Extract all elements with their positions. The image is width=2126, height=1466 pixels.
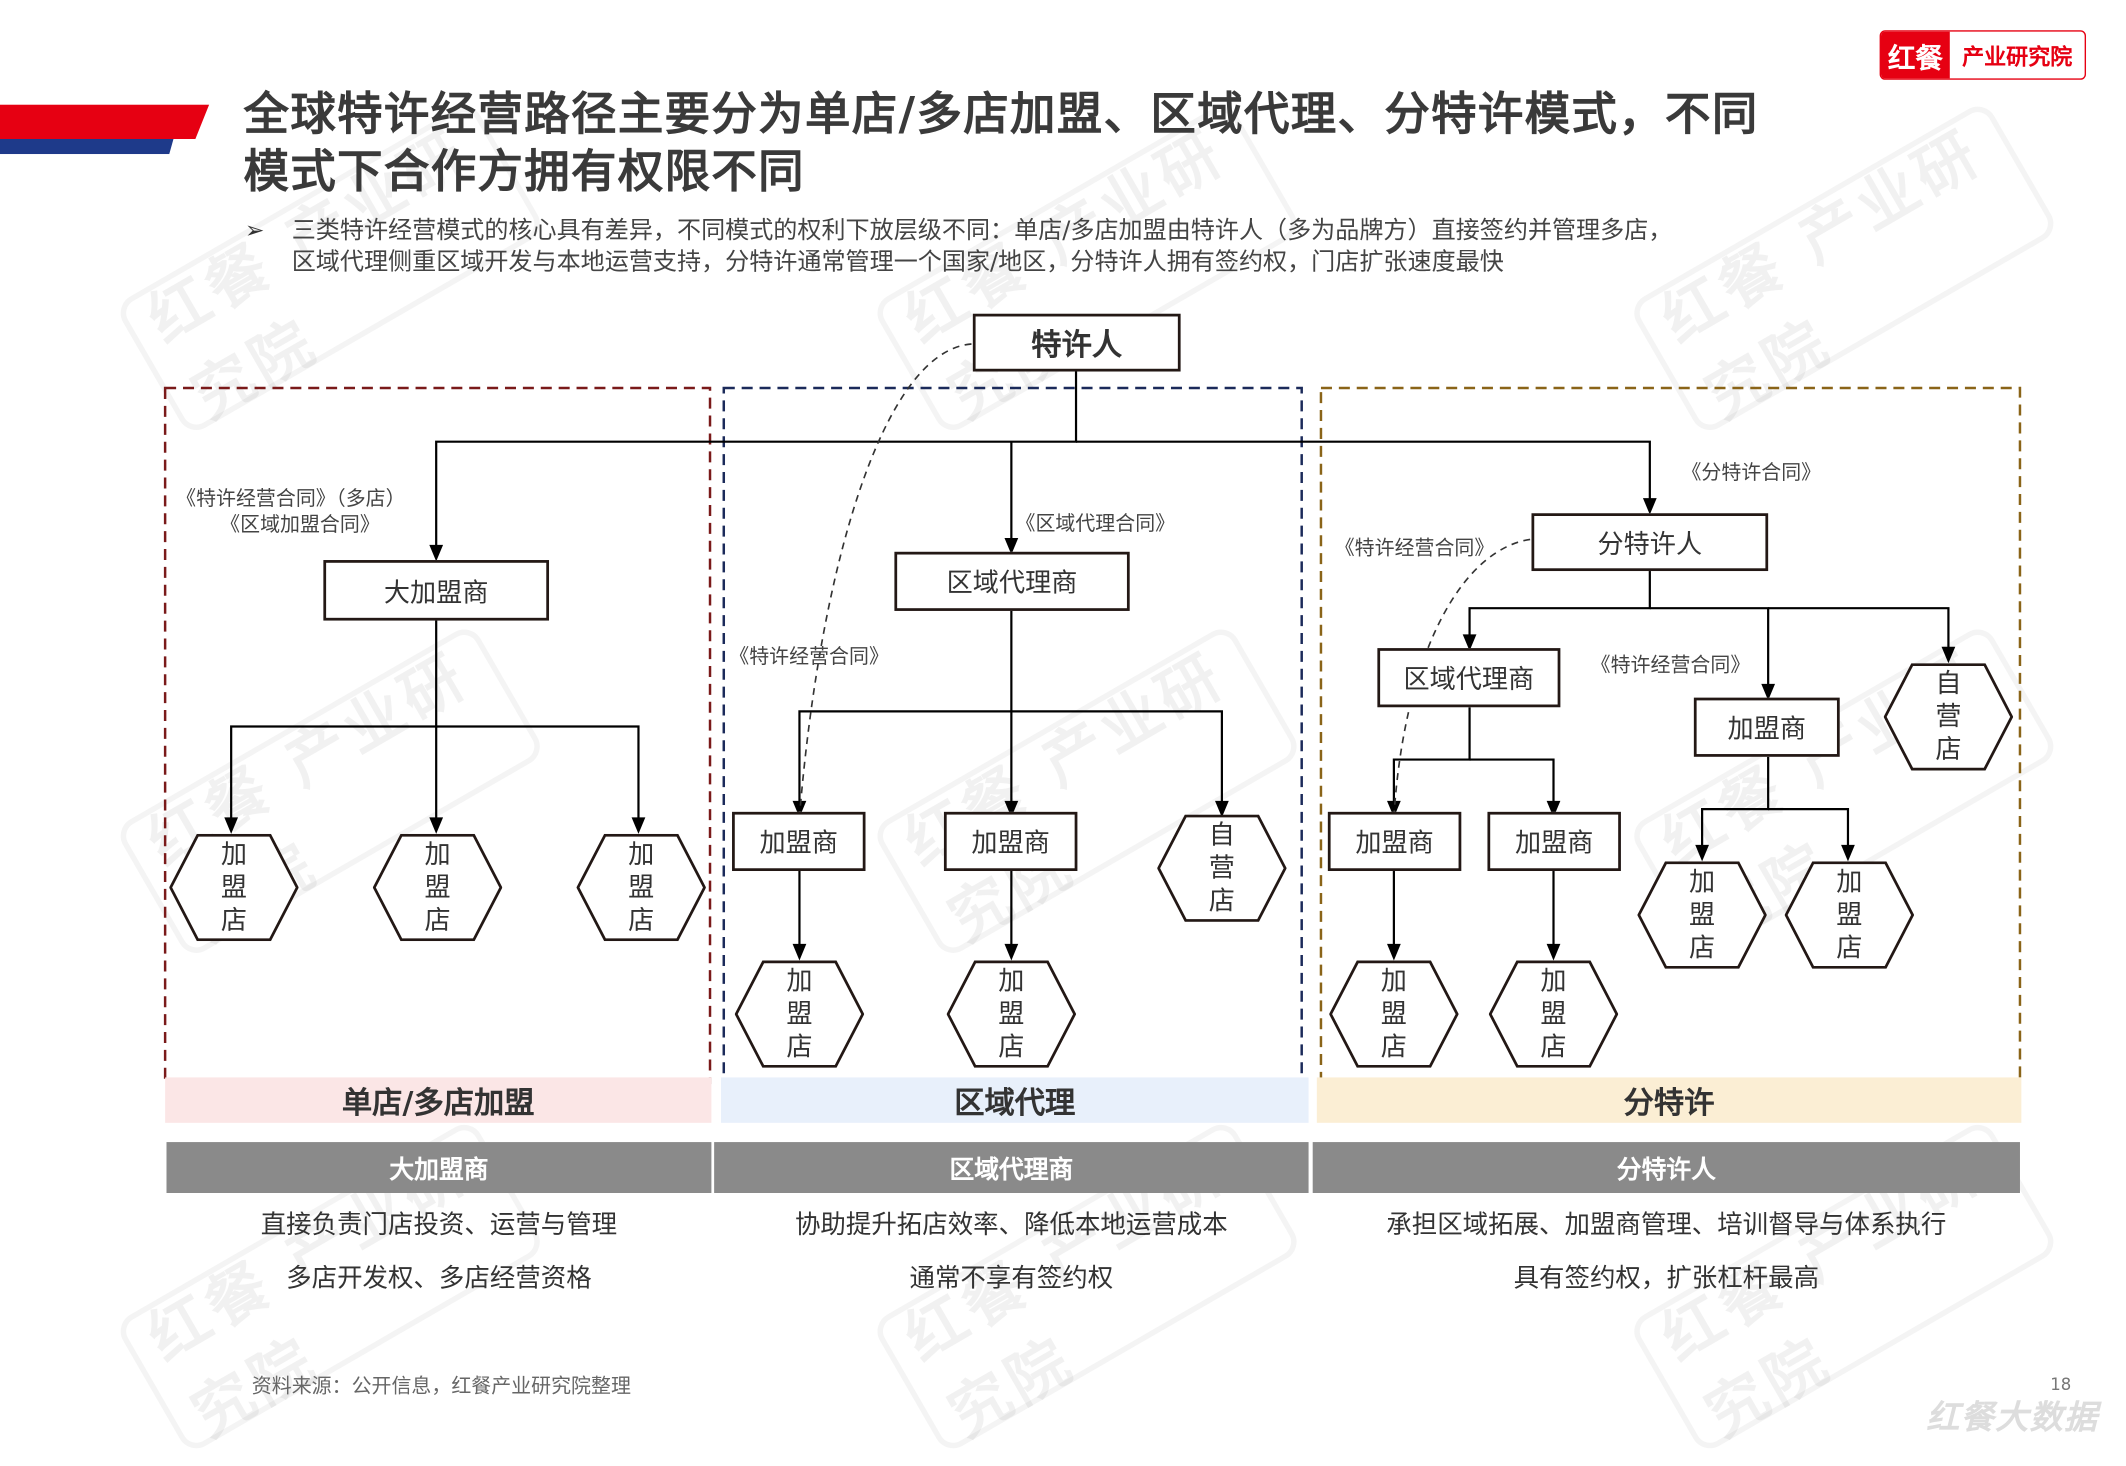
node-franchise-store: 加盟店 <box>734 960 865 1068</box>
title-line-1: 全球特许经营路径主要分为单店/多店加盟、区域代理、分特许模式，不同 <box>243 86 1759 141</box>
node-franchise-store: 加盟店 <box>372 833 503 942</box>
node-franchisee: 加盟商 <box>1487 811 1621 872</box>
node-own-store: 自营店 <box>1883 663 2014 771</box>
slide: 红餐 产业研究院 红餐 产业研究院 红餐 产业研究院 红餐 产业研究院 红餐 产… <box>0 30 2097 1456</box>
node-franchise-store: 加盟店 <box>1488 960 1619 1068</box>
table-cell: 承担区域拓展、加盟商管理、培训督导与体系执行 <box>1386 1210 1947 1240</box>
node-franchisee: 加盟商 <box>1327 811 1462 872</box>
node-franchisee: 加盟商 <box>943 811 1078 872</box>
node-franchise-store: 加盟店 <box>1637 861 1767 969</box>
dashed-franchise-link <box>1393 538 1531 818</box>
contract-label: 《特许经营合同》 <box>729 646 889 669</box>
table-header: 区域代理商 <box>714 1142 1309 1193</box>
table-cell: 多店开发权、多店经营资格 <box>286 1264 592 1294</box>
summary-text: 三类特许经营模式的核心具有差异，不同模式的权利下放层级不同：单店/多店加盟由特许… <box>292 216 2012 279</box>
table-cell: 具有签约权，扩张杠杆最高 <box>1513 1264 1820 1294</box>
node-franchise-store: 加盟店 <box>1329 960 1459 1068</box>
node-franchise-store: 加盟店 <box>1784 861 1915 969</box>
arrow-bullet-icon: ➢ <box>244 217 265 245</box>
node-regional-agent: 区域代理商 <box>894 551 1130 611</box>
contract-label: 《区域代理合同》 <box>1015 513 1176 536</box>
node-sub-franchisor: 分特许人 <box>1531 513 1769 572</box>
brand-watermark: 红餐大数据 <box>1926 1398 2099 1437</box>
header-accent-stripe <box>0 104 210 155</box>
logo-mark: 红餐 <box>1880 31 1950 79</box>
node-regional-agent: 区域代理商 <box>1377 648 1561 708</box>
dashed-franchise-link <box>798 343 972 818</box>
node-franchise-store: 加盟店 <box>169 833 299 942</box>
page-number: 18 <box>2050 1374 2072 1394</box>
contract-label: 《区域加盟合同》 <box>220 514 380 537</box>
title-line-2: 模式下合作方拥有权限不同 <box>243 144 805 199</box>
contract-label: 《特许经营合同》（多店） <box>176 488 406 511</box>
zone-band-regional: 区域代理 <box>721 1077 1309 1123</box>
zone-band-single-multi: 单店/多店加盟 <box>165 1077 712 1123</box>
summary-line-2: 区域代理侧重区域开发与本地运营支持，分特许通常管理一个国家/地区，分特许人拥有签… <box>291 249 1504 277</box>
node-franchisee: 加盟商 <box>1693 697 1840 757</box>
node-own-store: 自营店 <box>1157 814 1287 922</box>
logo-text: 产业研究院 <box>1962 44 2073 71</box>
source-note: 资料来源：公开信息，红餐产业研究院整理 <box>251 1376 631 1399</box>
contract-label: 《分特许合同》 <box>1681 462 1822 485</box>
node-franchisor: 特许人 <box>972 313 1181 372</box>
table-cell: 直接负责门店投资、运营与管理 <box>260 1210 618 1240</box>
page-title: 全球特许经营路径主要分为单店/多店加盟、区域代理、分特许模式，不同 模式下合作方… <box>244 85 1759 201</box>
summary-line-1: 三类特许经营模式的核心具有差异，不同模式的权利下放层级不同：单店/多店加盟由特许… <box>291 217 1673 245</box>
table-cell: 协助提升拓店效率、降低本地运营成本 <box>794 1210 1228 1240</box>
table-cell: 通常不享有签约权 <box>909 1264 1114 1294</box>
contract-label: 《特许经营合同》 <box>1590 654 1751 677</box>
node-franchisee: 加盟商 <box>732 811 866 872</box>
node-franchise-store: 加盟店 <box>576 833 706 942</box>
contract-label: 《特许经营合同》 <box>1334 538 1495 561</box>
table-header: 分特许人 <box>1312 1142 2020 1193</box>
node-big-franchisee: 大加盟商 <box>323 560 550 621</box>
brand-logo: 红餐 产业研究院 <box>1879 30 2087 80</box>
table-header: 大加盟商 <box>166 1142 712 1193</box>
zone-band-sub: 分特许 <box>1316 1077 2022 1123</box>
node-franchise-store: 加盟店 <box>946 960 1077 1068</box>
